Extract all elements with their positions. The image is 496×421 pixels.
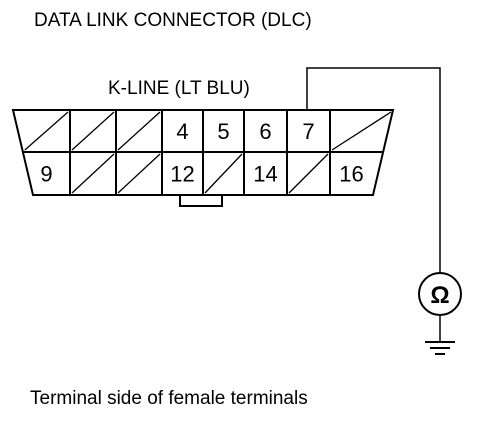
unused-cavity-hatch — [331, 111, 392, 151]
unused-cavity-hatch — [204, 153, 243, 194]
pin-14-label: 14 — [253, 162, 277, 187]
pin-5-label: 5 — [217, 119, 229, 144]
connector-outline — [11, 109, 395, 196]
unused-cavity-hatch — [71, 153, 115, 194]
k-line-wire — [306, 67, 441, 273]
pin-4-label: 4 — [176, 119, 188, 144]
caption: Terminal side of female terminals — [30, 388, 308, 409]
unused-cavity-hatch — [71, 111, 115, 151]
ohm-symbol: Ω — [430, 282, 449, 309]
connector-cavities: 4 5 6 7 9 12 14 16 — [22, 110, 392, 195]
pin-6-label: 6 — [259, 119, 271, 144]
unused-cavity-hatch — [117, 111, 161, 151]
unused-cavity-hatch — [288, 153, 329, 194]
pin-16-label: 16 — [339, 162, 363, 187]
unused-cavity-hatch — [117, 153, 161, 194]
connector-lock-tab — [179, 194, 223, 207]
pin-12-label: 12 — [170, 162, 194, 187]
ground-icon — [425, 341, 455, 355]
pin-7-label: 7 — [302, 119, 314, 144]
ohmmeter-icon: Ω — [418, 272, 462, 316]
k-line-label: K-LINE (LT BLU) — [108, 78, 250, 99]
diagram-title: DATA LINK CONNECTOR (DLC) — [34, 10, 312, 31]
unused-cavity-hatch — [24, 111, 69, 151]
pin-9-label: 9 — [40, 162, 52, 187]
